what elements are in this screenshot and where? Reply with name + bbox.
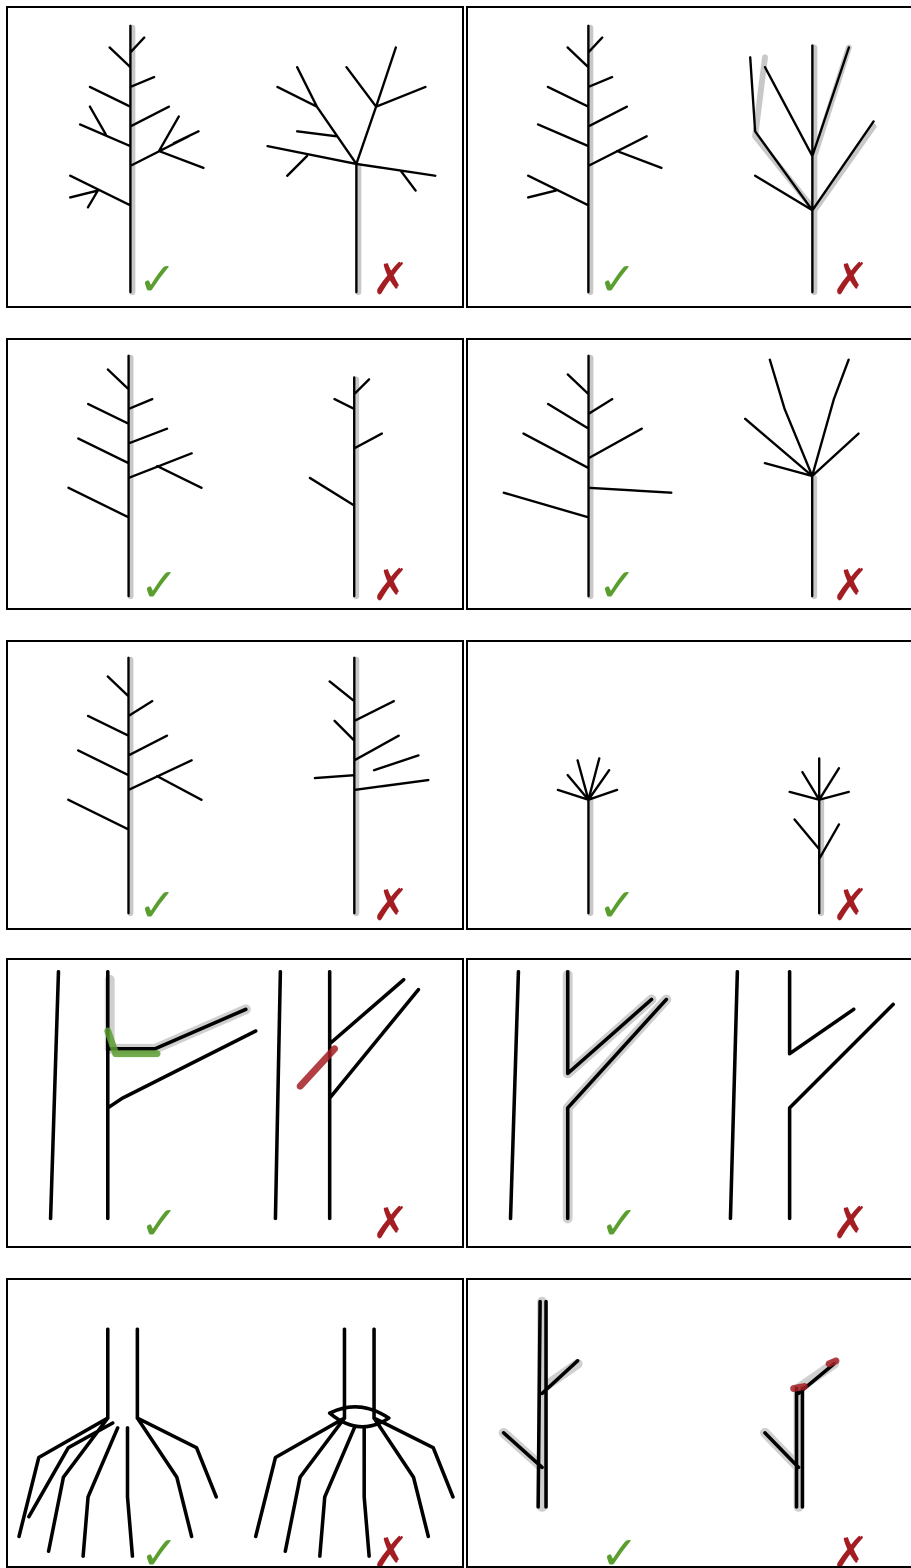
panel-wide-angle-vs-tight-fork: ✓ ✗ (466, 958, 911, 1248)
check-icon: ✓ (140, 558, 179, 610)
tree-illustrations (67, 656, 430, 917)
tree-illustrations (502, 354, 860, 600)
panel-radial-roots-vs-girdling: ✓ ✗ (6, 1278, 464, 1568)
cross-icon: ✗ (832, 560, 869, 610)
cross-icon: ✗ (372, 254, 409, 305)
cross-icon: ✗ (372, 1528, 409, 1568)
check-icon: ✓ (600, 1526, 639, 1568)
cross-icon: ✗ (372, 880, 409, 930)
cross-icon: ✗ (372, 560, 409, 610)
check-icon: ✓ (140, 1526, 179, 1568)
cross-icon: ✗ (832, 1528, 869, 1568)
check-icon: ✓ (598, 558, 637, 610)
panel-wide-crotch-vs-included-bark: ✓ ✗ (6, 958, 464, 1248)
panel-single-leader-vs-multi-crown: ✓ ✗ (6, 6, 464, 308)
panel-standard-vs-lower-shoots: ✓ ✗ (466, 640, 911, 930)
check-icon: ✓ (138, 878, 177, 930)
cross-icon: ✗ (832, 254, 869, 305)
check-icon: ✓ (140, 1196, 179, 1248)
root-illustrations (17, 1327, 455, 1558)
panel-open-spacing-vs-crowded-top: ✓ ✗ (466, 338, 911, 610)
check-icon: ✓ (598, 878, 637, 930)
cross-icon: ✗ (832, 880, 869, 930)
branch-junction-illustrations (508, 969, 895, 1224)
check-icon: ✓ (598, 252, 637, 306)
panel-intact-leader-vs-cut-leader: ✓ ✗ (466, 1278, 911, 1568)
tree-illustrations (67, 354, 383, 600)
cross-icon: ✗ (832, 1198, 869, 1248)
cross-icon: ✗ (372, 1198, 409, 1248)
check-icon: ✓ (600, 1196, 639, 1248)
check-icon: ✓ (138, 252, 177, 306)
branch-junction-illustrations (48, 970, 421, 1221)
tree-illustrations (69, 24, 437, 296)
leader-illustrations (498, 1296, 840, 1512)
panel-balanced-vs-one-sided: ✓ ✗ (6, 640, 464, 930)
tree-illustrations (556, 757, 850, 917)
tree-illustrations (527, 24, 877, 296)
panel-spread-vs-upright-codominant: ✓ ✗ (466, 6, 911, 308)
panel-well-branched-vs-sparse: ✓ ✗ (6, 338, 464, 610)
